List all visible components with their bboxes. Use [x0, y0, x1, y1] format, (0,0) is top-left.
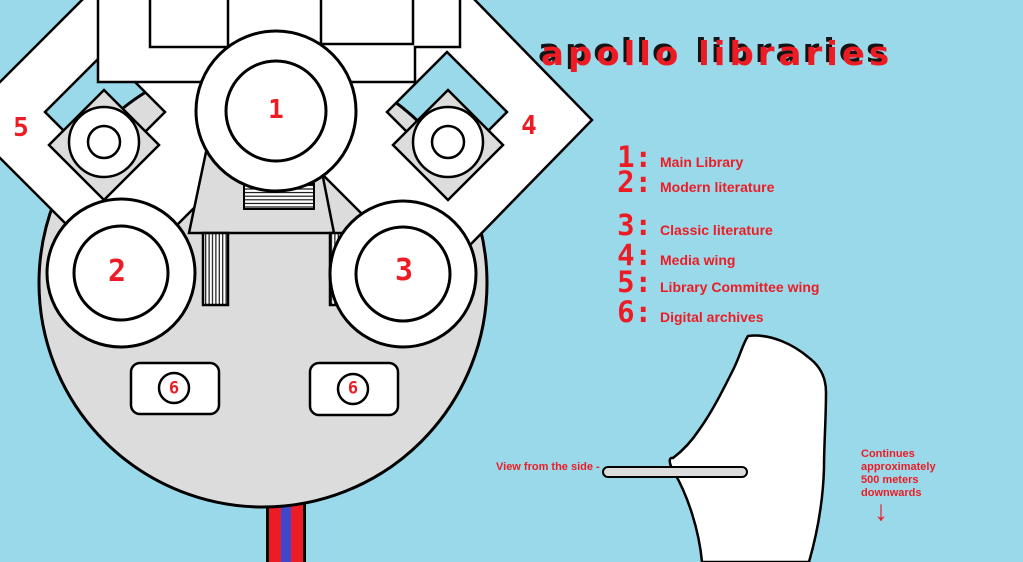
page-title: apollo libraries — [541, 34, 894, 74]
legend-row-main-library: 1: Main Library — [606, 143, 743, 172]
top-building-window-left — [148, 0, 230, 49]
wing-4-dome-inner — [430, 124, 466, 160]
map-label-digital-archives-left: 6 — [168, 378, 180, 399]
side-view-note: Continues approximately 500 meters downw… — [861, 448, 936, 499]
legend-row-classic-literature: 3: Classic literature — [606, 211, 773, 240]
map-label-committee-wing: 5 — [13, 113, 29, 143]
legend-label: Classic literature — [660, 222, 773, 238]
legend-num: 1: — [617, 140, 652, 174]
down-arrow-icon: ↓ — [874, 495, 888, 526]
legend-num: 3: — [617, 208, 652, 242]
legend-label: Modern literature — [660, 179, 775, 195]
classic-literature-rotunda-inner — [354, 225, 452, 323]
modern-literature-rotunda-inner — [72, 224, 170, 322]
legend-row-digital-archives: 6: Digital archives — [606, 295, 764, 329]
main-library-rotunda-inner — [224, 59, 328, 163]
digital-archives-right-dome — [336, 372, 370, 406]
top-building-window-right — [319, 0, 415, 46]
wing-5-dome-inner — [86, 124, 122, 160]
map-label-modern-literature: 2 — [107, 254, 127, 289]
map-label-media-wing: 4 — [521, 111, 537, 141]
legend-label: Main Library — [660, 154, 744, 170]
legend-label: Library Committee wing — [660, 279, 820, 295]
legend-num: 6: — [617, 295, 652, 329]
map-label-digital-archives-right: 6 — [347, 378, 359, 399]
map-label-main-library: 1 — [268, 95, 284, 125]
map-label-classic-literature: 3 — [394, 253, 414, 288]
stairs-left — [201, 231, 230, 307]
legend-row-modern-literature: 2: Modern literature — [606, 168, 774, 197]
legend-label: Digital archives — [660, 309, 764, 325]
legend-num: 2: — [617, 165, 652, 199]
legend-num: 5: — [617, 265, 652, 299]
legend-label: Media wing — [660, 252, 736, 268]
side-view-caption: View from the side - — [496, 461, 600, 473]
side-view-tower — [668, 334, 828, 562]
side-view-disc — [602, 466, 748, 478]
digital-archives-left-dome — [157, 371, 191, 405]
legend-num: 4: — [617, 238, 652, 272]
legend-row-committee-wing: 5: Library Committee wing — [606, 268, 819, 297]
elevator-shaft-stripe — [266, 500, 306, 562]
legend-row-media-wing: 4: Media wing — [606, 241, 735, 270]
